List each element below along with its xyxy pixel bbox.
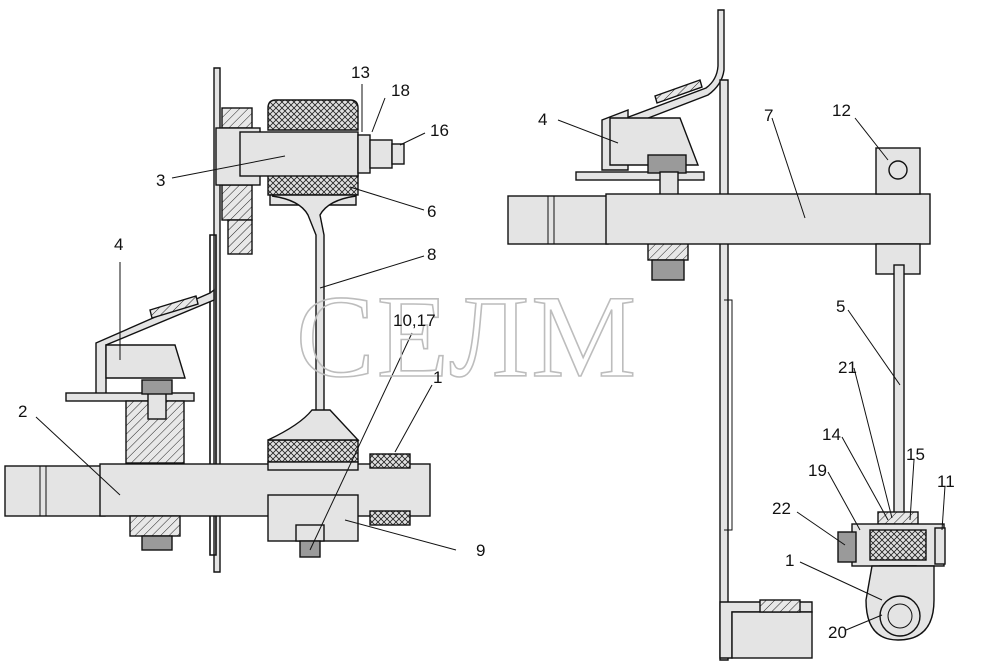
label-1-left: 1 [433,368,442,387]
clamp-part-9 [267,494,359,558]
lever-block-part-12 [875,147,921,275]
left-view [4,67,457,573]
label-1-right: 1 [785,551,794,570]
label-15-right: 15 [906,445,925,464]
rod-part-5 [893,264,905,521]
upper-mount-block [215,107,261,255]
label-4-left: 4 [114,235,123,254]
label-11-right: 11 [937,472,955,491]
label-13-left: 13 [351,63,370,82]
watermark-text: СЕЛМ [296,271,638,402]
bracket-part-4-left [65,288,215,402]
label-5-right: 5 [836,297,845,316]
i-beam-part-8 [267,195,360,463]
right-leader-lines [557,117,946,631]
label-14-right: 14 [822,425,841,444]
left-part-labels: 13 18 16 3 6 4 8 10,17 1 2 9 [18,63,485,560]
right-wall-panel [624,9,733,661]
label-19-right: 19 [808,461,827,480]
left-leader-lines [35,84,457,551]
pin-part-3 [239,131,405,177]
label-20-right: 20 [828,623,847,642]
label-22-right: 22 [772,499,791,518]
label-8-left: 8 [427,245,436,264]
label-2-left: 2 [18,402,27,421]
label-10-17-left: 10,17 [393,311,436,330]
left-wall-panel [209,67,221,573]
lower-shaft-part-2 [4,461,431,517]
right-bolt-stack [647,154,689,281]
bracket-part-4-right [575,108,705,181]
left-bolt-post [125,379,185,551]
label-16-left: 16 [430,121,449,140]
collar-part-1-left [369,453,411,526]
label-12-right: 12 [832,101,851,120]
shaft-part-7 [507,193,931,245]
label-7-right: 7 [764,106,773,125]
right-part-labels: 4 7 12 5 21 14 15 19 11 22 1 20 [538,101,955,642]
right-view [507,9,946,661]
bottom-angle-frame [719,599,813,659]
label-4-right: 4 [538,110,547,129]
label-3-left: 3 [156,171,165,190]
lower-joint-assembly [837,511,946,641]
label-18-left: 18 [391,81,410,100]
label-9-left: 9 [476,541,485,560]
label-6-left: 6 [427,202,436,221]
label-21-right: 21 [838,358,857,377]
